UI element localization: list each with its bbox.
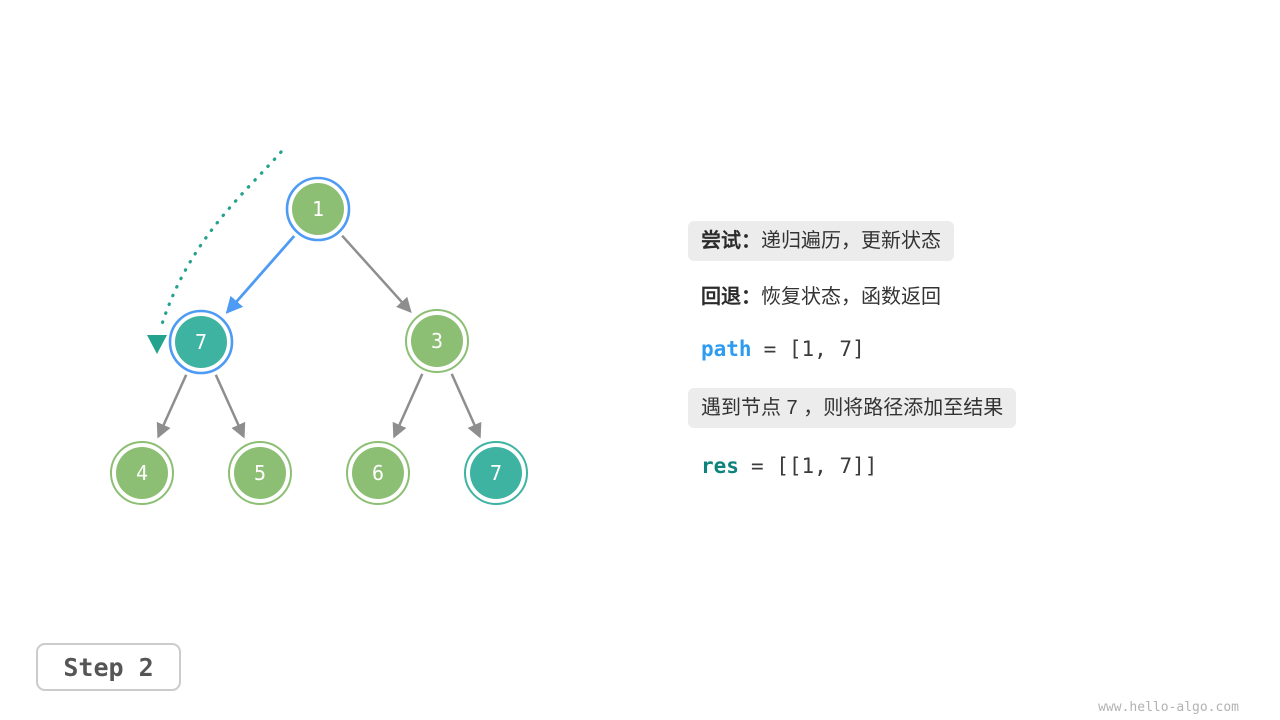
backtrack-text: 恢复状态，函数返回 <box>761 286 941 308</box>
backtrack-line: 回退：恢复状态，函数返回 <box>701 282 1016 312</box>
svg-text:6: 6 <box>372 461 384 485</box>
step-badge-label: Step 2 <box>63 652 154 682</box>
edge-7-5 <box>214 374 246 439</box>
svg-text:5: 5 <box>254 461 266 485</box>
try-text: 递归遍历，更新状态 <box>761 230 941 252</box>
binary-tree-diagram: 1 7 3 4 5 6 7 <box>110 150 528 505</box>
edge-1-3 <box>341 234 412 313</box>
tree-node-6: 6 <box>346 441 410 505</box>
svg-text:4: 4 <box>136 461 148 485</box>
svg-text:1: 1 <box>312 197 324 221</box>
edge-3-6 <box>392 373 424 439</box>
result-note-text: 遇到节点 7 ，则将路径添加至结果 <box>701 397 1004 419</box>
tree-node-5: 5 <box>228 441 292 505</box>
traversal-trace-dotted <box>160 150 283 326</box>
trace-arrowhead-icon <box>147 335 167 354</box>
try-label: 尝试： <box>701 230 761 252</box>
explanation-panel: 尝试：递归遍历，更新状态 回退：恢复状态，函数返回 path = [1, 7] 遇… <box>688 221 1017 482</box>
edge-1-7-highlighted <box>225 235 296 314</box>
tree-node-leaf-7: 7 <box>464 441 528 505</box>
res-var-value: = [[1, 7]] <box>750 454 878 478</box>
tree-node-left-7: 7 <box>168 309 234 375</box>
res-var-name: res <box>701 454 739 478</box>
tree-node-root-1: 1 <box>285 176 351 242</box>
path-value-line: path = [1, 7] <box>701 333 1016 365</box>
step-badge: Step 2 <box>36 643 181 691</box>
svg-text:3: 3 <box>431 329 443 353</box>
edge-7-4 <box>156 374 188 439</box>
backtrack-label: 回退： <box>701 286 761 308</box>
watermark: www.hello-algo.com <box>1098 700 1239 715</box>
svg-text:7: 7 <box>195 330 207 354</box>
res-value-line: res = [[1, 7]] <box>701 450 1016 482</box>
try-callout: 尝试：递归遍历，更新状态 <box>688 221 954 261</box>
result-note-callout: 遇到节点 7 ，则将路径添加至结果 <box>688 388 1017 428</box>
tree-node-4: 4 <box>110 441 174 505</box>
svg-text:7: 7 <box>490 461 502 485</box>
edge-3-7 <box>450 373 482 439</box>
path-var-name: path <box>701 337 752 361</box>
tree-node-right-3: 3 <box>405 309 469 373</box>
path-var-value: = [1, 7] <box>763 337 865 361</box>
